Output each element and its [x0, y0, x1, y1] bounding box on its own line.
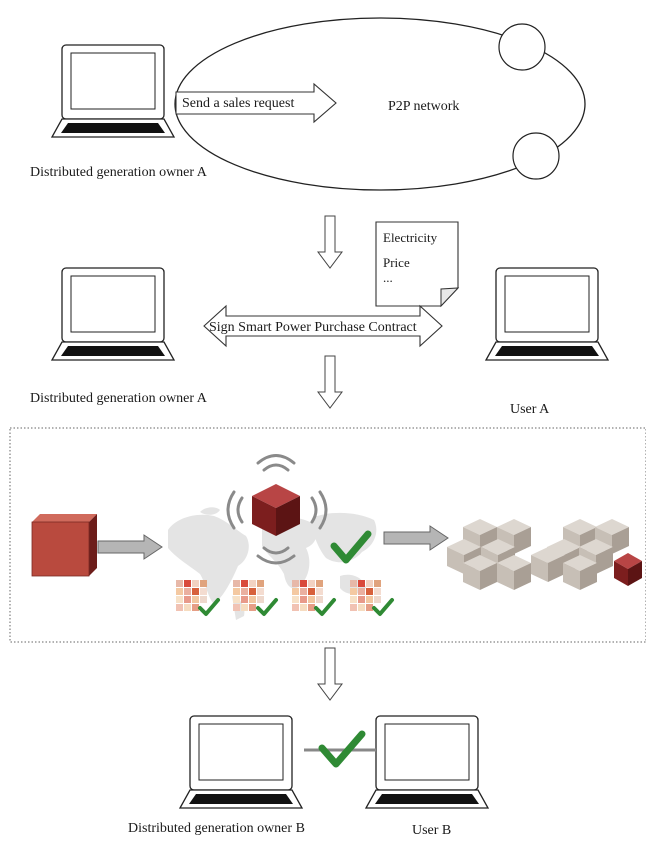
- laptop-icon: [365, 715, 489, 809]
- contract-document-icon: Electricity Price ...: [375, 221, 460, 308]
- document-line: Price: [383, 255, 410, 270]
- laptop-icon: [485, 267, 609, 361]
- down-arrow-icon: [317, 355, 343, 409]
- contract-label: Sign Smart Power Purchase Contract: [209, 320, 417, 335]
- laptop-icon: [51, 267, 175, 361]
- check-icon: [330, 530, 372, 564]
- p2p-network-label: P2P network: [388, 99, 459, 114]
- step1-section: Distributed generation owner A Send a sa…: [30, 17, 586, 191]
- step2-section: Electricity Price ... Sign Smart Power P…: [30, 215, 609, 417]
- new-block-icon: [31, 514, 97, 577]
- owner-a-label: Distributed generation owner A: [30, 391, 208, 406]
- signal-waves-icon: [226, 454, 328, 565]
- blockchain-panel: [9, 427, 646, 643]
- check-icon: [318, 730, 366, 768]
- document-line: ...: [383, 270, 393, 285]
- new-block-appended-icon: [614, 553, 642, 586]
- document-line: Electricity: [383, 230, 438, 245]
- owner-a-label: Distributed generation owner A: [30, 165, 208, 180]
- laptop-icon: [51, 44, 175, 138]
- step4-section: Distributed generation owner B User B: [128, 647, 489, 838]
- blockchain-cube-icon: [252, 484, 300, 536]
- down-arrow-icon: [317, 647, 343, 701]
- p2p-network-ellipse: [174, 17, 586, 191]
- user-a-label: User A: [510, 402, 550, 417]
- sales-request-label: Send a sales request: [182, 96, 294, 111]
- network-node-icon: [512, 132, 560, 180]
- contract-double-arrow: [203, 304, 443, 348]
- laptop-icon: [179, 715, 303, 809]
- sales-request-arrow: [175, 82, 337, 124]
- owner-b-label: Distributed generation owner B: [128, 821, 305, 836]
- network-node-icon: [498, 23, 546, 71]
- down-arrow-icon: [317, 215, 343, 269]
- user-b-label: User B: [412, 823, 451, 836]
